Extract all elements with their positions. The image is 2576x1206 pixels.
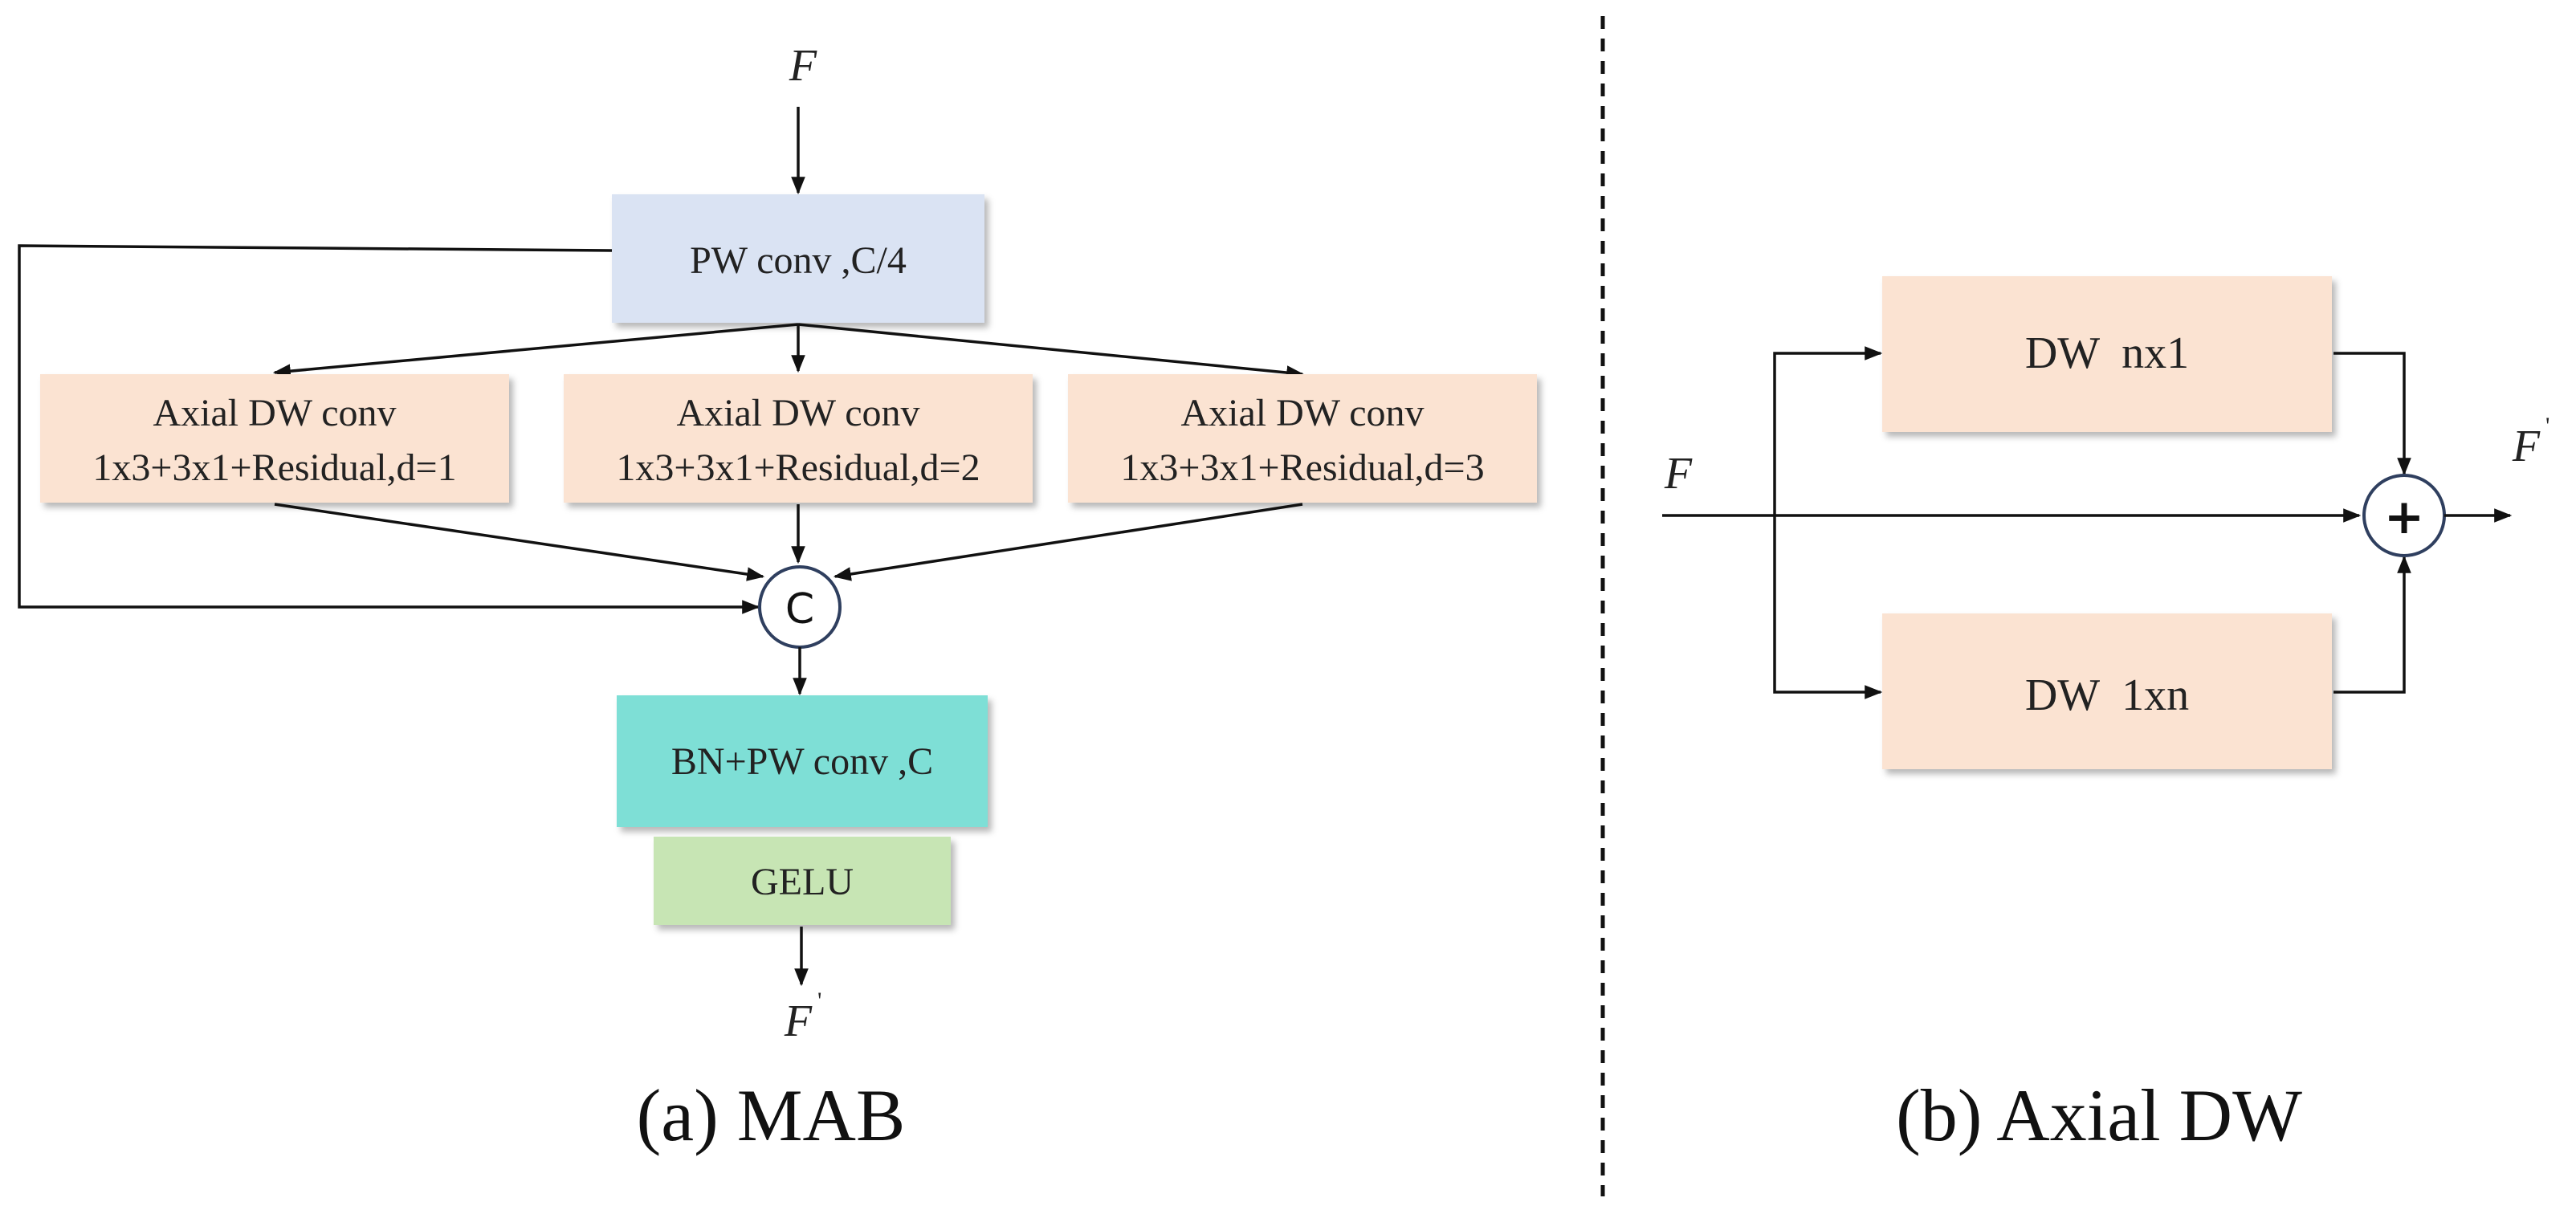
add-symbol: + [2384, 489, 2424, 545]
pw-conv-box [612, 194, 984, 323]
axial-dw-branch-3: Axial DW conv 1x3+3x1+Residual,d=3 [1068, 374, 1537, 503]
split-arrow-3 [797, 323, 1305, 380]
axial-output-prime: ' [2545, 413, 2550, 439]
axial-branch-split-top [1773, 346, 1883, 515]
bn-pw-conv-label: BN+PW conv ,C [671, 740, 933, 783]
merge-arrow-1 [274, 503, 765, 581]
concat-symbol: C [785, 585, 814, 634]
branch-box-3 [1068, 374, 1537, 503]
gelu-block: GELU [654, 837, 951, 925]
mab-output-prime: ' [817, 988, 821, 1014]
bn-pw-conv-block: BN+PW conv ,C [617, 695, 988, 827]
axial-input-label: F [1664, 449, 1693, 499]
add-node: + [2362, 474, 2446, 557]
axial-branch-split-bottom [1773, 515, 1883, 699]
branch-box-1 [40, 374, 509, 503]
branch-1-line1: Axial DW conv [153, 392, 396, 434]
axial-caption: (b) Axial DW [1896, 1074, 2302, 1156]
merge-arrow-3 [833, 503, 1303, 581]
split-arrow-1 [272, 323, 799, 378]
branch-box-2 [564, 374, 1033, 503]
mab-panel: F PW conv ,C/4 Axial DW conv 1x3+3x1+Res… [18, 41, 1537, 1156]
dw-nx1-label: DW nx1 [2025, 328, 2189, 378]
mab-caption: (a) MAB [637, 1074, 906, 1156]
dw-1xn-label: DW 1xn [2025, 670, 2189, 720]
mab-output-label: F [784, 996, 813, 1046]
concat-node: C [758, 565, 842, 649]
branch-3-line2: 1x3+3x1+Residual,d=3 [1120, 446, 1484, 489]
gelu-label: GELU [751, 861, 854, 903]
pw-conv-label: PW conv ,C/4 [690, 239, 907, 282]
dw-nx1-block: DW nx1 [1882, 276, 2332, 432]
gelu-box [654, 837, 951, 925]
axial-dw-panel: F DW nx1 DW 1xn + F ' (b) Axial DW [1662, 276, 2550, 1156]
dw-1xn-block: DW 1xn [1882, 613, 2332, 769]
mab-input-label: F [789, 41, 817, 91]
bn-pw-conv-box [617, 695, 988, 827]
dw-1xn-box [1882, 613, 2332, 769]
branch-2-line2: 1x3+3x1+Residual,d=2 [616, 446, 980, 489]
dw-nx1-to-add [2333, 352, 2411, 476]
mab-skip-connection [18, 244, 760, 614]
pw-conv-block: PW conv ,C/4 [612, 194, 984, 323]
axial-dw-branch-2: Axial DW conv 1x3+3x1+Residual,d=2 [564, 374, 1033, 503]
branch-1-line2: 1x3+3x1+Residual,d=1 [92, 446, 456, 489]
axial-dw-branch-1: Axial DW conv 1x3+3x1+Residual,d=1 [40, 374, 509, 503]
axial-output-label: F [2512, 422, 2541, 471]
dw-nx1-box [1882, 276, 2332, 432]
branch-2-line1: Axial DW conv [676, 392, 919, 434]
branch-3-line1: Axial DW conv [1180, 392, 1424, 434]
dw-1xn-to-add [2333, 555, 2411, 694]
